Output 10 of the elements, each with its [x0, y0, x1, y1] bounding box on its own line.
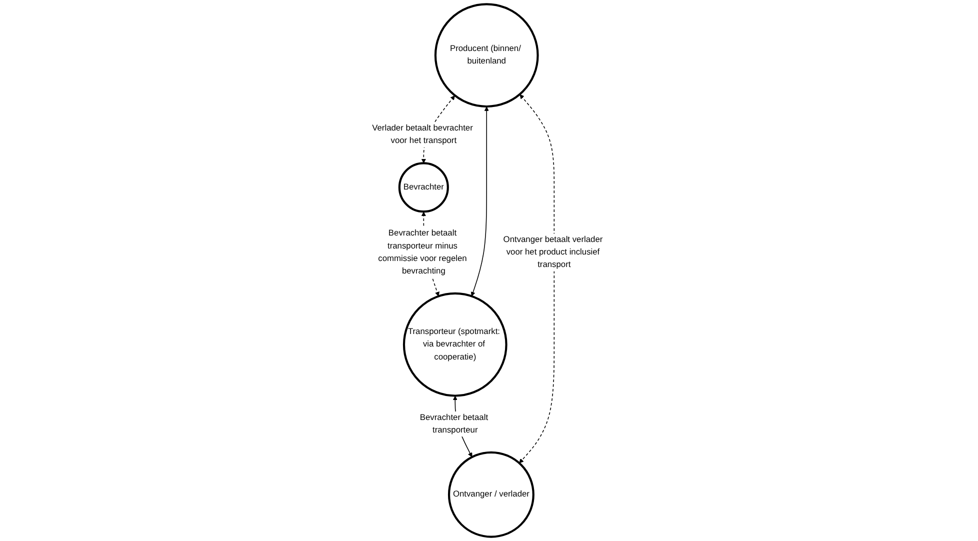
- node-circle: Transporteur (spotmarkt: via bevrachter of cooperatie): [403, 292, 508, 397]
- edge-label: Bevrachter betaalt transporteur minus commissie voor regelen bevrachting: [378, 228, 467, 276]
- edge-label: Ontvanger betaalt verlader voor het product inclusief transport: [503, 235, 603, 270]
- node-circle: Ontvanger / verlader: [448, 451, 535, 538]
- node-circle: Bevrachter: [398, 162, 450, 213]
- node-circle: Producent (binnen/ buitenland: [434, 3, 539, 108]
- edge-label: Verlader betaalt bevrachter voor het transport: [372, 124, 473, 146]
- edge-label: Bevrachter betaalt transporteur: [420, 413, 488, 435]
- arrow: [519, 94, 555, 464]
- arrow: [470, 106, 490, 296]
